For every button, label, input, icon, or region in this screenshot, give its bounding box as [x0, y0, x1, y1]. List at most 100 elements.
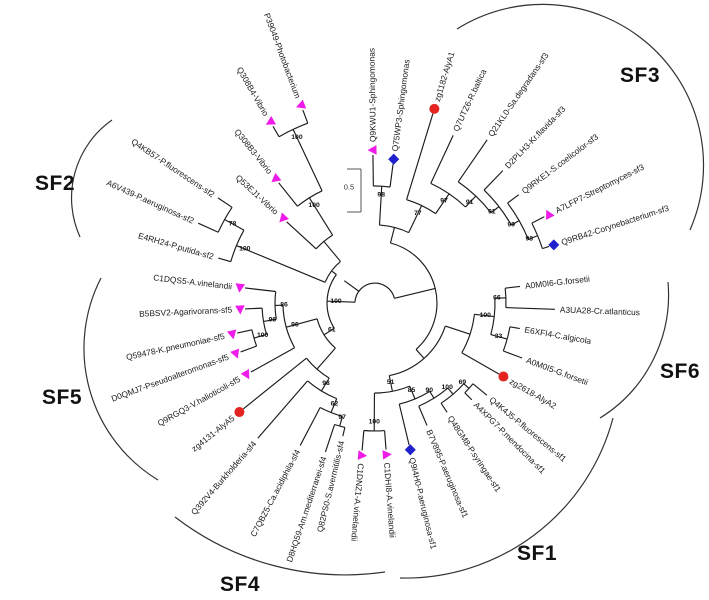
branch	[272, 126, 280, 138]
taxon-label: B5BSV2-Agarivorans-sf5	[139, 304, 233, 318]
triangle-marker	[357, 450, 368, 460]
branch	[415, 349, 425, 359]
branch	[236, 245, 326, 283]
branch	[464, 392, 473, 401]
branch	[324, 424, 336, 453]
bootstrap-value: 96	[269, 316, 277, 323]
clade-connector	[490, 298, 496, 335]
taxon-label: A0M0I6-G.forsetii	[524, 274, 590, 291]
branch	[388, 375, 393, 392]
clade-connector	[326, 274, 337, 329]
branch	[483, 170, 504, 191]
branch	[327, 300, 356, 303]
taxon-label: Q308B3-Vibrio	[232, 127, 274, 176]
branch	[308, 197, 334, 236]
triangle-marker	[235, 305, 245, 315]
branch	[394, 287, 436, 299]
superfamily-bracket-sf5	[83, 277, 159, 481]
clade-connector	[282, 305, 296, 348]
branch	[542, 245, 550, 250]
clade-connector	[390, 242, 438, 350]
triangle-marker	[296, 99, 307, 109]
bootstrap-value: 98	[377, 192, 385, 199]
superfamily-label-sf1: SF1	[517, 542, 557, 565]
bootstrap-value: 100	[480, 312, 492, 319]
branch	[217, 197, 233, 208]
taxon-label: C1DQS5-A.vinelandii	[153, 272, 233, 291]
clade-connector	[483, 189, 512, 226]
triangle-marker	[279, 212, 289, 223]
bootstrap-value: 90	[425, 387, 433, 394]
branch	[409, 385, 416, 400]
branch	[528, 235, 538, 241]
branch	[408, 205, 423, 233]
branch	[398, 403, 410, 446]
branch	[244, 287, 276, 293]
diamond-marker	[388, 153, 400, 165]
branch	[465, 195, 477, 208]
branch	[299, 407, 321, 446]
bootstrap-value: 98	[322, 380, 330, 387]
branch	[505, 285, 521, 289]
bootstrap-value: 66	[493, 295, 501, 302]
circle-marker	[429, 103, 440, 114]
bootstrap-value: 100	[291, 134, 303, 141]
bootstrap-value: 96	[291, 321, 299, 328]
bootstrap-value: 61	[328, 327, 336, 334]
clade-connector	[324, 260, 341, 283]
branch	[224, 218, 245, 231]
clade-connector	[430, 182, 466, 208]
branch	[507, 194, 520, 204]
clade-connector	[230, 229, 245, 262]
bootstrap-value: 97	[338, 414, 346, 421]
branch	[490, 334, 508, 340]
taxon-label: C1DHI8-A.vinelandii	[382, 462, 398, 538]
clade-connector	[531, 222, 543, 249]
bootstrap-value: 91	[466, 199, 474, 206]
clade-connector	[389, 325, 446, 377]
branch	[389, 164, 394, 188]
branch	[250, 347, 295, 373]
taxon-label: zg1182-AlyA1	[432, 50, 457, 103]
clade-connector	[461, 314, 475, 353]
clade-connector	[457, 181, 492, 214]
bootstrap-value: 62	[331, 401, 339, 408]
diamond-marker	[548, 239, 560, 251]
taxon-label: A0M0I5-G.forsetii	[525, 355, 590, 387]
branch	[320, 377, 330, 392]
scale-bar-value: 0.5	[344, 183, 354, 192]
branch	[342, 427, 346, 437]
superfamily-label-sf5: SF5	[42, 386, 82, 409]
branch	[463, 383, 470, 389]
bootstrap-value: 100	[442, 384, 454, 391]
superfamily-label-sf6: SF6	[660, 360, 700, 383]
branch	[490, 206, 500, 214]
bootstrap-value: 78	[229, 220, 237, 227]
clade-connector	[379, 224, 409, 234]
bootstrap-value: 98	[526, 236, 534, 243]
branch	[286, 318, 318, 328]
diamond-marker	[404, 444, 416, 456]
branch	[505, 306, 555, 310]
circle-marker	[234, 407, 245, 418]
clade-connector	[305, 357, 330, 379]
branch	[257, 380, 308, 439]
bootstrap-value: 100	[308, 202, 320, 209]
branch	[472, 383, 488, 396]
branch	[242, 357, 307, 410]
branch	[378, 186, 383, 226]
triangle-marker	[271, 172, 282, 183]
branch	[384, 430, 387, 450]
superfamily-bracket-sf6	[599, 281, 670, 419]
taxon-label: A6V439-P.aeruginosa-sf2	[105, 178, 196, 226]
branch	[263, 318, 277, 322]
branch	[440, 402, 448, 413]
branch	[240, 345, 257, 353]
taxon-label: E4RH24-P.putida-sf2	[137, 230, 215, 261]
bootstrap-value: 69	[459, 379, 467, 386]
taxon-label: Q75WP3-Sphingomonas	[390, 59, 412, 152]
clade-connector	[307, 380, 337, 400]
branch	[435, 193, 450, 214]
root-stub	[343, 280, 360, 292]
superfamily-label-sf2: SF2	[35, 172, 75, 195]
